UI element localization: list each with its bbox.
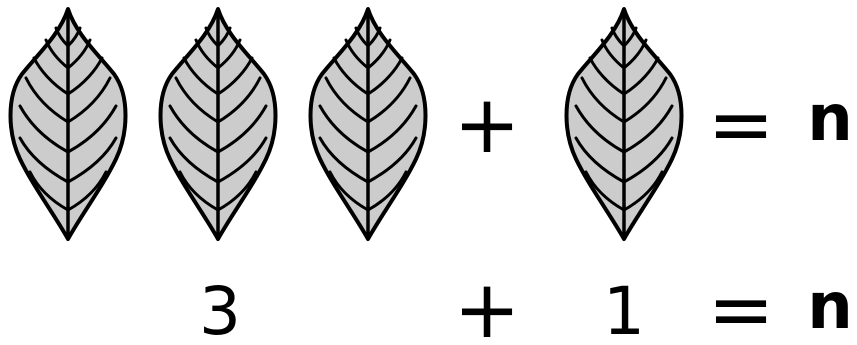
variable-n: n	[807, 270, 853, 344]
right-number: 1	[603, 273, 645, 345]
leaf-group-right	[567, 9, 682, 239]
equals-sign: =	[707, 78, 774, 171]
leaf-icon	[311, 9, 426, 239]
leaf-group-left	[11, 9, 426, 239]
equals-sign: =	[707, 263, 774, 345]
variable-n: n	[807, 82, 853, 156]
left-number: 3	[199, 273, 241, 345]
picture-equation-row: + = n	[11, 9, 853, 239]
leaf-icon	[11, 9, 126, 239]
plus-sign: +	[453, 78, 520, 171]
leaf-icon	[161, 9, 276, 239]
leaf-icon	[567, 9, 682, 239]
number-equation-row: 3 + 1 = n	[199, 263, 853, 345]
plus-sign: +	[453, 263, 520, 345]
